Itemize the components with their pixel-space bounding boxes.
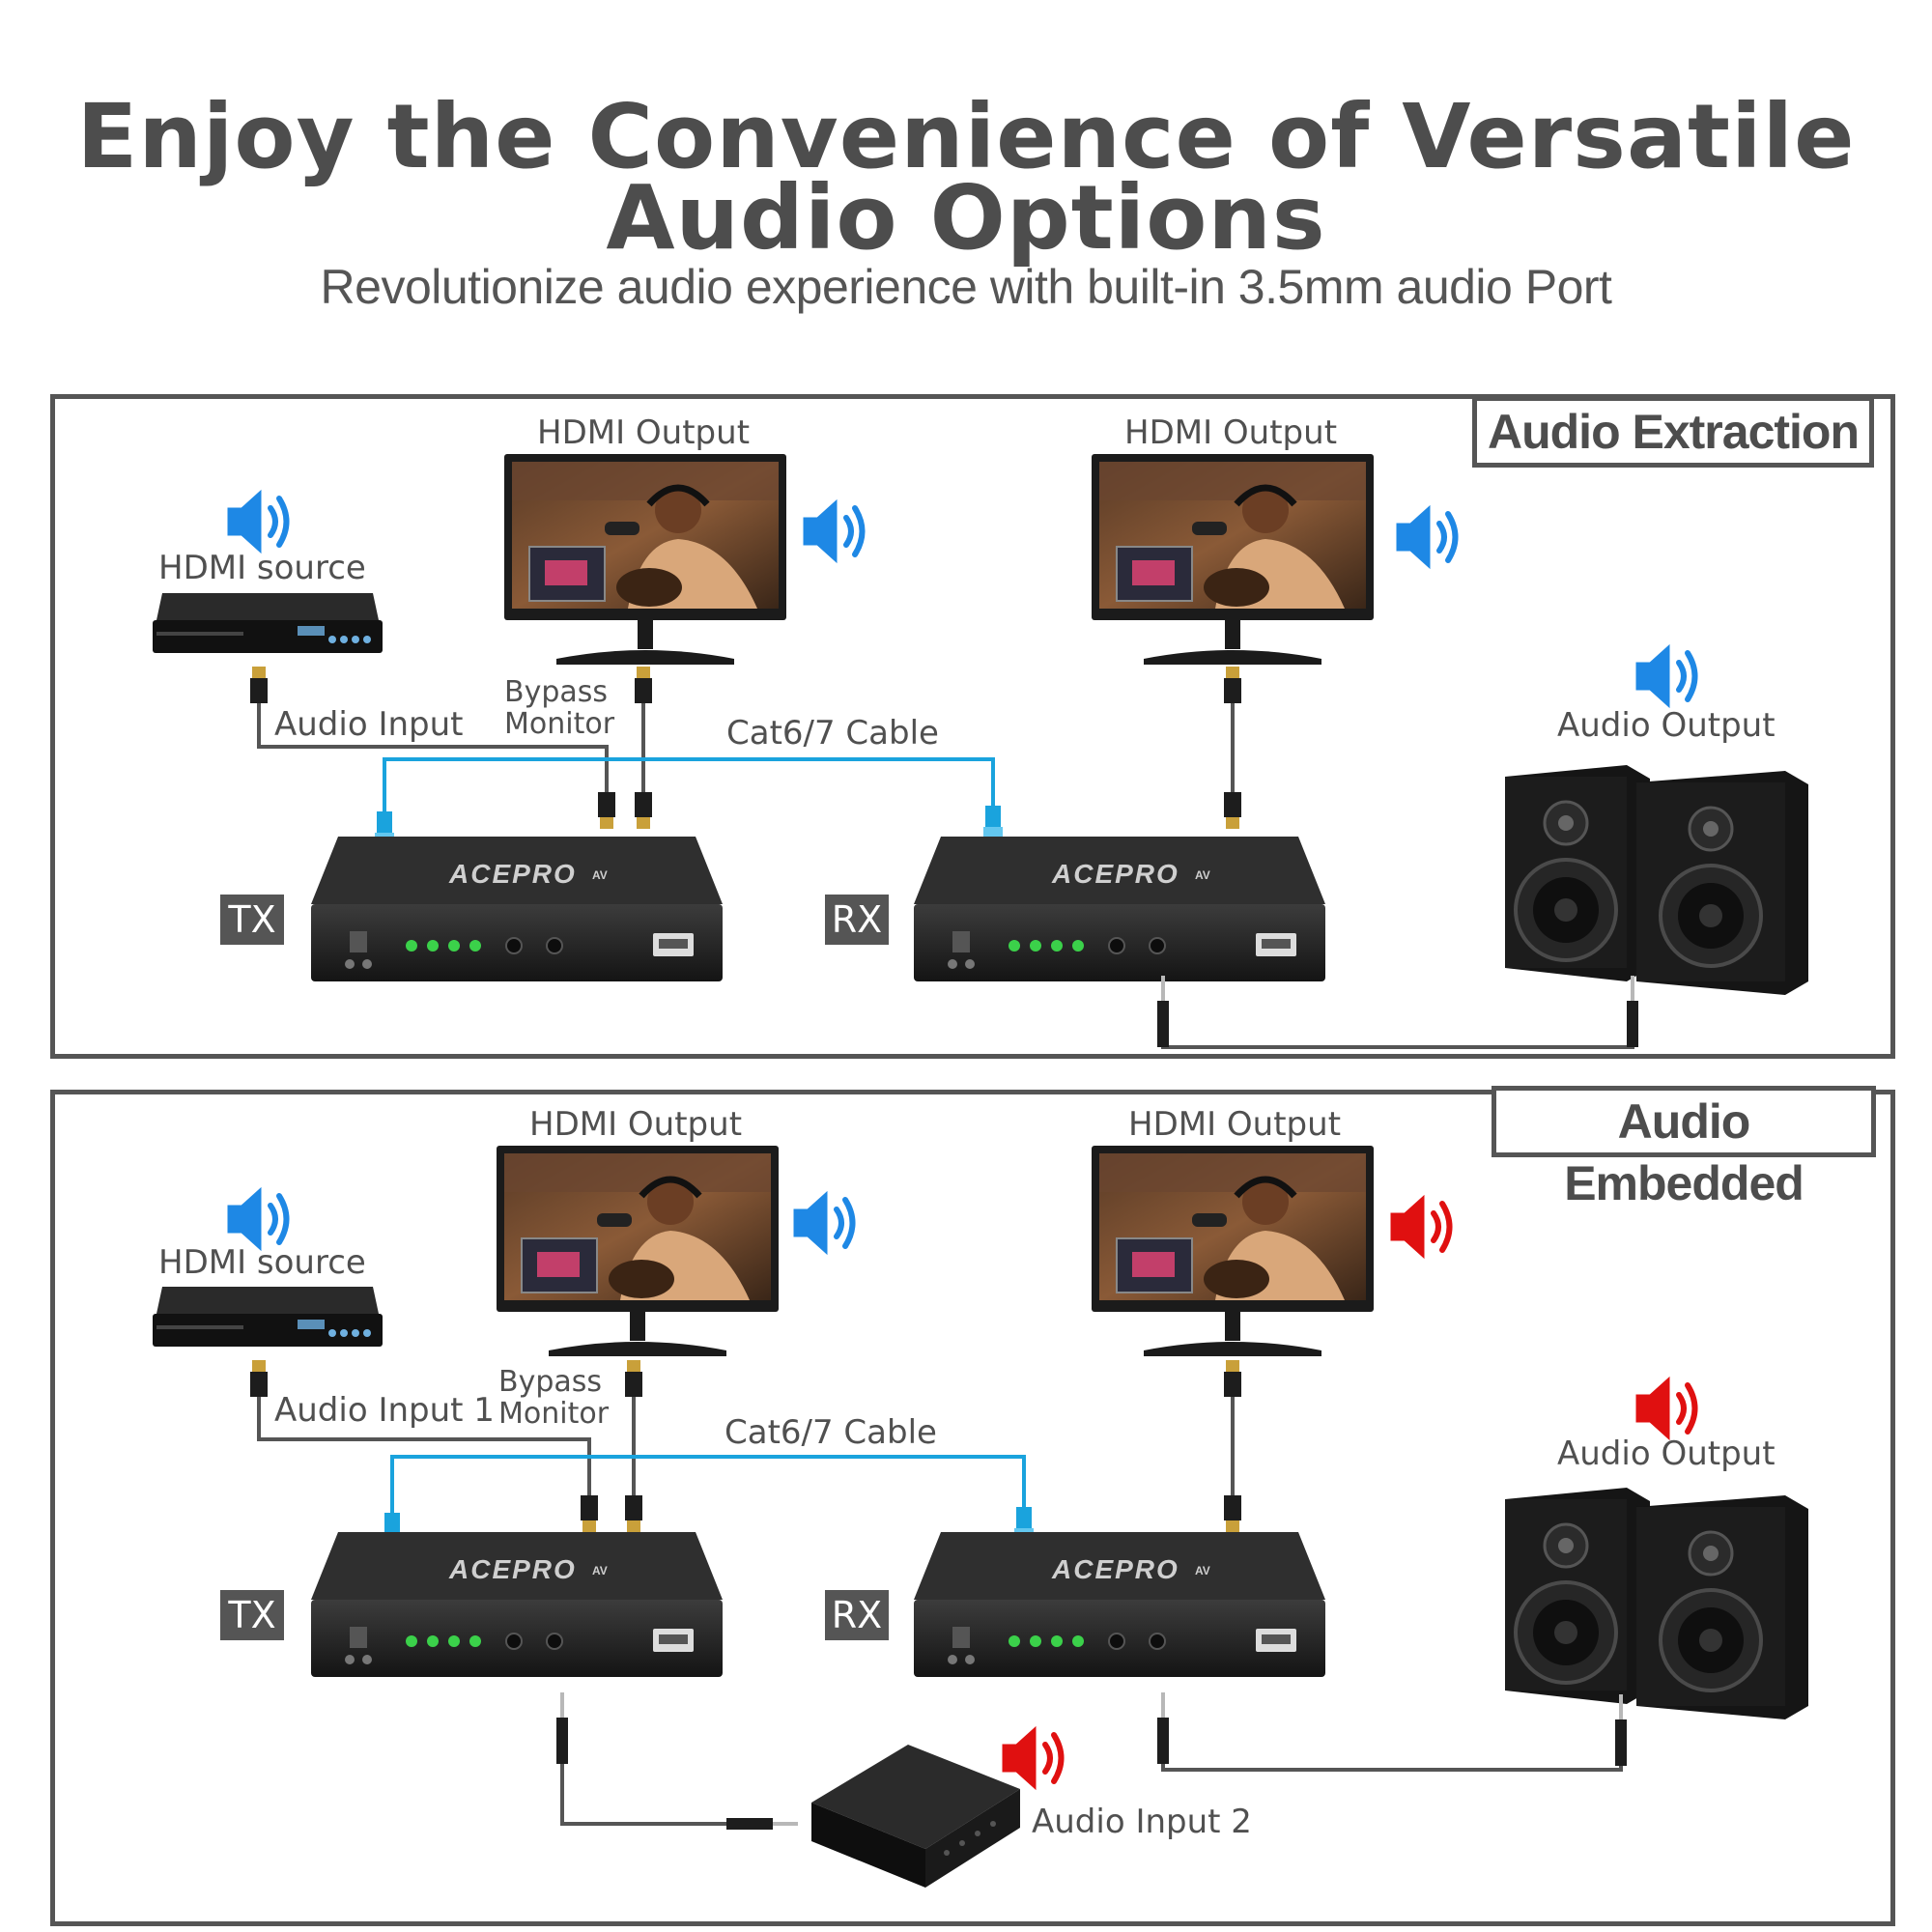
brand-logo: ACEPRO (448, 1554, 577, 1584)
cat-cable (383, 757, 995, 811)
speaker-volume-icon (228, 1188, 287, 1250)
hdmi-connector-icon (598, 792, 615, 829)
hdmi-connector-icon (635, 667, 652, 703)
extender-device: ACEPRO AV (311, 1532, 723, 1677)
audio-input-2-label: Audio Input 2 (1032, 1803, 1252, 1841)
rx-hdmi-output-label-2: HDMI Output (1128, 1105, 1342, 1144)
audio-output-cable (1161, 1041, 1634, 1049)
extender-device: ACEPRO AV (914, 1532, 1325, 1677)
hdmi-connector-icon (1224, 1360, 1241, 1397)
hdmi-connector-icon (635, 792, 652, 829)
rx-hdmi-output-label: HDMI Output (1124, 413, 1338, 452)
brand-logo: ACEPRO (1051, 859, 1179, 889)
tx-tag: TX (220, 895, 284, 945)
cable-label: Cat6/7 Cable (726, 714, 939, 753)
bypass-label-2: Bypass (498, 1365, 603, 1399)
speaker-volume-icon (1636, 645, 1695, 707)
hdmi-connector-icon (1224, 667, 1241, 703)
rj45-connector-icon (983, 806, 1003, 840)
panel-audio-extraction (50, 394, 1895, 1059)
audio-jack-icon (1627, 976, 1638, 1047)
rx-tag: RX (825, 895, 889, 945)
brand-logo: ACEPRO (448, 859, 577, 889)
audio-input-cable (257, 692, 609, 802)
audio-jack-icon (726, 1818, 798, 1830)
cat-cable-2 (390, 1455, 1026, 1513)
speaker-volume-icon (794, 1192, 853, 1254)
mode-label-audio-extraction: Audio Extraction (1472, 396, 1874, 468)
monitor-icon (1092, 454, 1374, 665)
audio-output-cable-2 (1161, 1764, 1623, 1772)
hdmi-connector-icon (250, 1360, 268, 1397)
brand-logo: ACEPRO (1051, 1554, 1179, 1584)
dvd-player-icon (153, 593, 383, 653)
speaker-volume-icon (1397, 506, 1456, 568)
speaker-volume-icon (1636, 1378, 1695, 1439)
audio-jack-icon (556, 1692, 568, 1764)
speaker-volume-icon (1391, 1196, 1450, 1258)
audio-output-label: Audio Output (1557, 706, 1776, 745)
page-title-line2: Audio Options (606, 166, 1326, 270)
monitor-label-2: Monitor (498, 1397, 610, 1431)
audio-input-1-cable (257, 1385, 591, 1499)
mode-label-audio-embedded: Audio Embedded (1492, 1086, 1876, 1210)
speaker-cabinet (1636, 771, 1808, 995)
hdmi-connector-icon (1224, 792, 1241, 829)
speaker-volume-icon (804, 500, 863, 562)
tx-hdmi-output-label: HDMI Output (537, 413, 751, 452)
page-title-line1: Enjoy the Convenience of Versatile (76, 85, 1856, 188)
audio-jack-icon (1157, 976, 1169, 1047)
hdmi-connector-icon (625, 1360, 642, 1397)
monitor-label: Monitor (504, 707, 615, 741)
hdmi-connector-icon (581, 1495, 598, 1532)
cable-label-2: Cat6/7 Cable (724, 1413, 937, 1452)
page-subtitle: Revolutionize audio experience with buil… (320, 260, 1612, 314)
monitor-icon (497, 1146, 779, 1356)
speaker-volume-icon (1003, 1727, 1062, 1789)
audio-input-2-cable (560, 1764, 730, 1826)
brand-logo-suffix: AV (592, 868, 608, 882)
extender-device: ACEPRO AV (311, 837, 723, 981)
extender-device: ACEPRO AV (914, 837, 1325, 981)
tx-tag-2: TX (220, 1590, 284, 1640)
brand-logo-suffix: AV (1195, 868, 1210, 882)
speaker-cabinet (1505, 1488, 1650, 1704)
brand-logo-suffix: AV (1195, 1564, 1210, 1577)
hdmi-connector-icon (625, 1495, 642, 1532)
speaker-volume-icon (228, 491, 287, 553)
hdmi-source-label-2: HDMI source (158, 1243, 366, 1282)
audio-jack-icon (1157, 1692, 1169, 1764)
speaker-cabinet (1505, 765, 1650, 981)
audio-input-1-label: Audio Input 1 (274, 1391, 495, 1430)
streamer-box-icon (811, 1745, 1020, 1888)
brand-logo-suffix: AV (592, 1564, 608, 1577)
hdmi-connector-icon (250, 667, 268, 703)
monitor-icon (504, 454, 786, 665)
rx-tag-2: RX (825, 1590, 889, 1640)
tx-hdmi-output-label-2: HDMI Output (529, 1105, 743, 1144)
audio-output-label-2: Audio Output (1557, 1435, 1776, 1473)
dvd-player-icon (153, 1287, 383, 1347)
bypass-label: Bypass (504, 675, 609, 709)
audio-input-label: Audio Input (274, 705, 464, 744)
hdmi-source-label: HDMI source (158, 549, 366, 587)
speaker-cabinet (1636, 1495, 1808, 1719)
monitor-icon (1092, 1146, 1374, 1356)
hdmi-connector-icon (1224, 1495, 1241, 1532)
panel-audio-embedded (50, 1090, 1895, 1926)
audio-jack-icon (1615, 1694, 1627, 1766)
